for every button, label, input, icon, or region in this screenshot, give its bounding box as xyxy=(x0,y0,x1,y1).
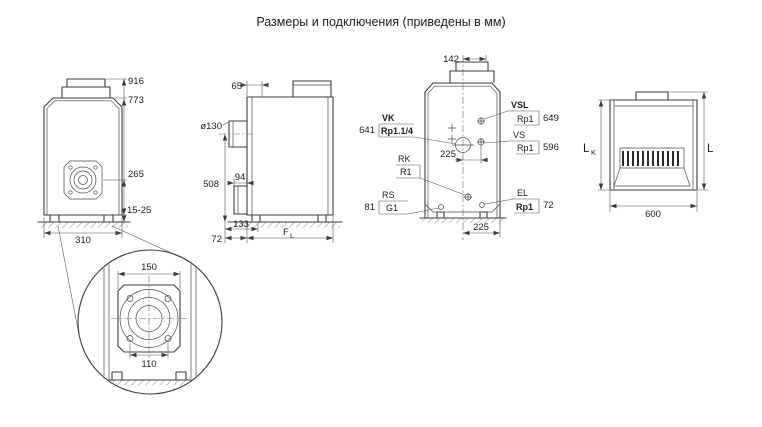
rear-collector-box xyxy=(635,91,669,101)
conn-dimension-lines xyxy=(455,55,501,237)
dim-flue-offset: 142 xyxy=(443,54,459,65)
conn-body-inner-line xyxy=(427,85,498,218)
detail-dimension-lines xyxy=(117,271,181,358)
label-rs: RS xyxy=(382,190,395,200)
conn-body-outline xyxy=(424,82,501,219)
label-vs: VS xyxy=(513,130,525,140)
boiler-body-outline xyxy=(43,97,123,216)
label-vsl-size: Rp1 xyxy=(517,114,534,124)
ground-hatch xyxy=(40,222,128,228)
dim-total-depth-label: L xyxy=(707,143,714,155)
connections-view: 142 VK Rp1.1/4 641 RK R1 RS G1 81 VSL Rp… xyxy=(359,54,559,240)
rear-view: L K L 600 xyxy=(583,91,714,220)
page-title: Размеры и подключения (приведены в мм) xyxy=(256,15,505,29)
dim-vsl-height: 649 xyxy=(543,113,559,124)
dim-flue-diameter: ø130 xyxy=(200,121,222,132)
front-view: 916 773 265 15-25 310 xyxy=(37,76,151,246)
burner-bolt-holes xyxy=(68,165,98,195)
rear-inner-lines xyxy=(613,100,694,190)
label-vk-size: Rp1.1/4 xyxy=(381,126,413,136)
detail-side-walls xyxy=(103,251,197,393)
connection-leader-lines xyxy=(378,110,540,215)
label-vs-size: Rp1 xyxy=(517,143,534,153)
label-vk: VK xyxy=(382,113,395,123)
connection-points xyxy=(438,117,485,210)
dim-bolt-spacing: 110 xyxy=(141,359,156,370)
label-el-size: Rp1 xyxy=(516,202,533,212)
dim-burner-axis-height: 265 xyxy=(128,169,144,180)
dim-top-offset: 65 xyxy=(231,81,242,92)
burner-side-protrusion xyxy=(233,185,248,215)
conn-ground-hatch xyxy=(422,218,504,224)
rear-base-lines xyxy=(613,167,691,187)
dim-length-subscript: L xyxy=(290,231,294,240)
dim-rear-width: 600 xyxy=(645,209,661,220)
detail-content: 150 110 xyxy=(97,251,203,393)
burner-circles xyxy=(69,166,97,194)
conn-feet xyxy=(436,211,488,219)
front-dimension-lines xyxy=(43,78,127,238)
rear-dimension-arrows xyxy=(598,92,707,209)
dim-vk-height: 641 xyxy=(359,125,375,136)
label-rk: RK xyxy=(398,154,411,164)
dim-burner-depth: 94 xyxy=(235,172,246,183)
detail-zoom-cone-lines xyxy=(57,225,181,336)
label-el: EL xyxy=(517,188,528,198)
side-dimension-lines xyxy=(222,81,334,243)
dim-flange-width: 150 xyxy=(141,262,157,273)
front-dimension-arrows xyxy=(44,79,127,236)
dim-center-to-vs: 225 xyxy=(440,149,456,160)
dim-foot-offset: 72 xyxy=(211,234,222,245)
feet xyxy=(49,214,114,223)
boiler-body-inner-line xyxy=(46,100,120,215)
conn-collector-box xyxy=(449,61,495,83)
control-panel-box xyxy=(292,80,332,98)
dim-height-body: 773 xyxy=(128,95,144,106)
side-view: 65 ø130 508 94 133 72 F L xyxy=(200,80,343,245)
dim-length-label: F xyxy=(283,227,289,238)
side-feet xyxy=(251,214,327,223)
heat-exchanger-fins xyxy=(622,151,679,166)
side-ground-hatch xyxy=(230,222,340,228)
dim-depth-subscript: K xyxy=(591,148,596,157)
dim-front-step: 133 xyxy=(233,219,249,230)
conn-base-lines xyxy=(424,203,501,213)
detail-ground-hatch xyxy=(100,380,202,386)
detail-feet xyxy=(111,371,187,381)
rear-body-outline xyxy=(609,99,698,191)
label-rk-size: R1 xyxy=(400,167,412,177)
dim-center-to-edge: 225 xyxy=(473,222,489,233)
flue-collector-box xyxy=(61,78,111,99)
detail-view: 150 110 xyxy=(57,225,223,395)
dim-el-height: 72 xyxy=(543,200,554,211)
dim-flue-axis-height: 508 xyxy=(203,179,219,190)
burner-plate xyxy=(63,160,103,200)
dim-vs-height: 596 xyxy=(543,142,559,153)
side-dimension-arrows xyxy=(222,82,333,241)
side-inner-lines xyxy=(251,97,329,215)
side-body-outline xyxy=(246,96,334,216)
dim-height-total: 916 xyxy=(128,76,144,87)
label-vsl: VSL xyxy=(511,100,529,110)
detail-circle xyxy=(77,249,223,395)
detail-bolt-holes xyxy=(126,295,172,342)
detail-burner-plate xyxy=(117,284,181,353)
dim-depth-label: L xyxy=(583,143,590,155)
dim-rs-height: 81 xyxy=(364,202,375,213)
detail-centerlines xyxy=(111,276,187,362)
dim-feet-adjust: 15-25 xyxy=(127,205,151,216)
label-rs-size: G1 xyxy=(386,203,398,213)
dim-front-width: 310 xyxy=(75,235,91,246)
rear-dimension-lines xyxy=(598,91,708,212)
